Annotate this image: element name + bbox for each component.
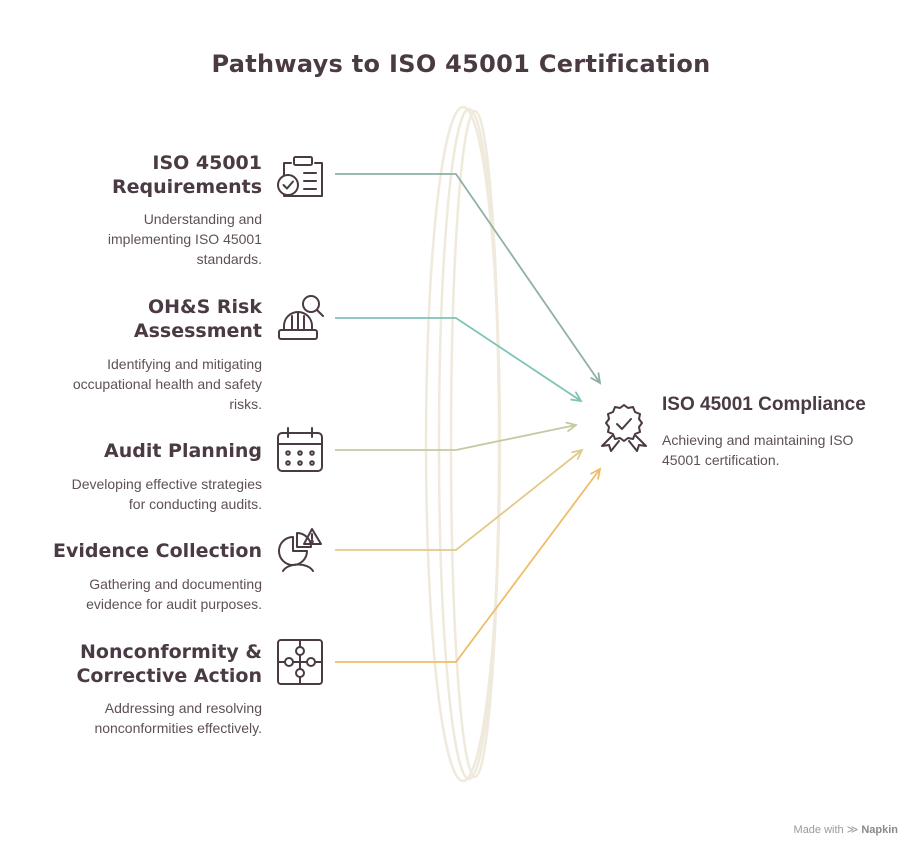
stage-title-evidence-collection: Evidence Collection (53, 540, 262, 562)
lens-shape (424, 105, 502, 783)
connector-arrowhead (590, 467, 602, 480)
stage-desc-requirements: Understanding and implementing ISO 45001… (107, 211, 262, 267)
stage-desc-evidence-collection: Gathering and documenting evidence for a… (86, 576, 262, 612)
footer-attribution[interactable]: Made with ≫ Napkin (794, 823, 898, 836)
stage-title-audit-planning: Audit Planning (104, 440, 262, 462)
award-badge-icon (601, 404, 647, 452)
stage-desc-risk-assessment: Identifying and mitigating occupational … (72, 356, 262, 412)
diagram-title: Pathways to ISO 45001 Certification (211, 50, 711, 78)
napkin-logo-icon: ≫ (846, 824, 859, 836)
connectors (335, 173, 602, 663)
stage-title-nonconformity: Nonconformity & Corrective Action (76, 641, 262, 687)
connector-arrowhead (565, 421, 579, 432)
connector-arrowhead (571, 448, 584, 460)
connector-arrow (335, 424, 577, 451)
puzzle-icon (277, 639, 323, 685)
stage-desc-audit-planning: Developing effective strategies for cond… (71, 476, 262, 512)
connector-arrowhead (570, 391, 583, 403)
connector-arrow (335, 317, 582, 402)
footer-brand: Napkin (861, 824, 898, 836)
connector-arrow (335, 173, 601, 384)
calendar-icon (277, 427, 323, 472)
clipboard-check-icon (277, 156, 323, 197)
stage-title-requirements: ISO 45001 Requirements (111, 152, 262, 198)
goal-title: ISO 45001 Compliance (662, 394, 866, 415)
connector-arrow (335, 468, 601, 663)
stage-desc-nonconformity: Addressing and resolving nonconformities… (94, 700, 262, 736)
stage-title-risk-assessment: OH&S Risk Assessment (133, 296, 262, 342)
connector-arrow (335, 449, 583, 551)
chart-alert-person-icon (278, 528, 322, 572)
connector-arrowhead (590, 372, 602, 385)
hardhat-search-icon (278, 295, 324, 340)
goal-description: Achieving and maintaining ISO 45001 cert… (662, 432, 854, 468)
footer-made-with: Made with (793, 824, 844, 836)
